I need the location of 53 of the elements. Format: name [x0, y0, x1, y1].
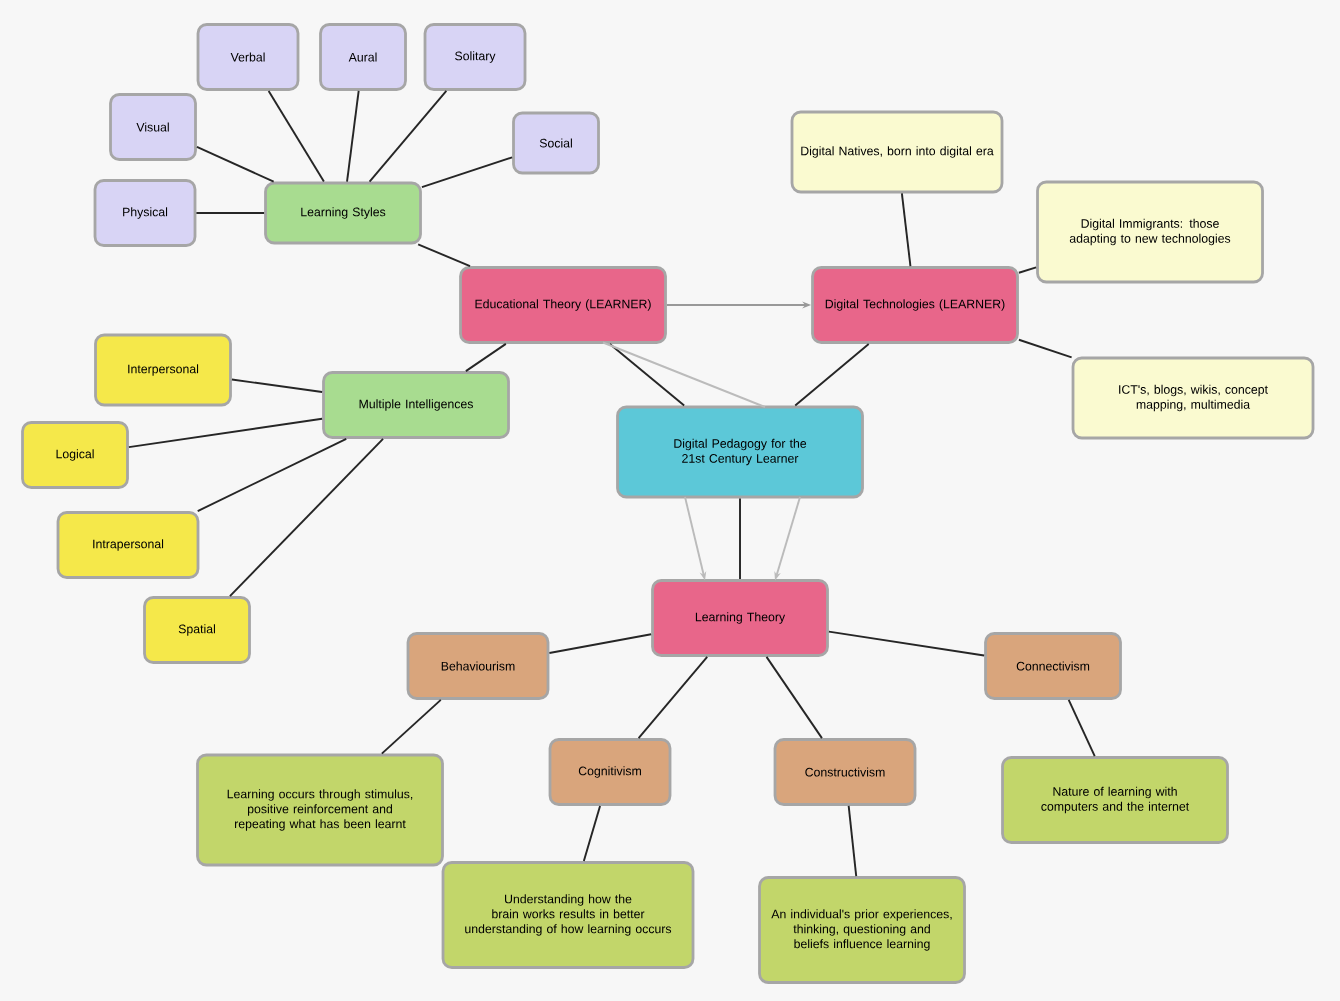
style-box: Social	[512, 111, 600, 175]
intelligence-box: Logical	[21, 421, 129, 489]
connector-line	[196, 437, 348, 513]
connector-line	[230, 378, 324, 393]
connector-line	[229, 437, 384, 598]
description-box: An individual's prior experiences, thinking, questioning and beliefs influence learning	[758, 876, 966, 984]
connector-line	[739, 497, 741, 581]
connector-line	[368, 89, 448, 183]
topic-box: Learning Styles	[264, 181, 422, 245]
connector-line	[765, 655, 823, 740]
style-box: Solitary	[423, 23, 527, 91]
note-box: Digital Immigrants: those adapting to new technologies	[1036, 180, 1264, 284]
connector-line	[346, 89, 360, 183]
connector-line	[380, 698, 442, 755]
note-box: ICT's, blogs, wikis, concept mapping, multimedia	[1071, 356, 1315, 440]
connector-line	[582, 804, 602, 863]
topic-box: Multiple Intelligences	[322, 371, 510, 439]
theory-box: Learning Theory	[651, 579, 829, 657]
intelligence-box: Interpersonal	[94, 333, 232, 407]
style-box: Visual	[109, 93, 197, 161]
connector-line	[195, 145, 275, 183]
theory-type-box: Connectivism	[984, 632, 1122, 700]
connector-line	[464, 342, 507, 373]
theory-type-box: Cognitivism	[548, 738, 672, 806]
style-box: Aural	[319, 23, 407, 91]
connector-line	[1017, 338, 1073, 359]
connector-line	[548, 633, 653, 654]
theory-type-box: Constructivism	[773, 738, 917, 806]
connector-line	[847, 804, 858, 878]
connector-line	[1017, 266, 1038, 274]
style-box: Physical	[93, 179, 197, 247]
connector-line	[127, 417, 324, 449]
connector-line	[1067, 698, 1096, 758]
style-box: Verbal	[196, 23, 300, 91]
theory-type-box: Behaviourism	[406, 632, 550, 700]
intelligence-box: Spatial	[143, 596, 251, 664]
central-box: Digital Pedagogy for the 21st Century Learner	[616, 405, 864, 499]
note-box: Digital Natives, born into digital era	[790, 110, 1004, 194]
connector-line	[417, 243, 471, 268]
connector-line	[420, 156, 514, 189]
description-box: Nature of learning with computers and the internet	[1001, 756, 1229, 844]
theory-box: Digital Technologies (LEARNER)	[811, 266, 1019, 344]
connector-line	[608, 342, 686, 407]
connector-line	[637, 655, 709, 740]
description-box: Understanding how the brain works results in better understanding of how learning occurs	[441, 861, 695, 969]
connector-line	[195, 212, 266, 214]
description-box: Learning occurs through stimulus, positive reinforcement and repeating what has been learnt	[196, 753, 444, 867]
intelligence-box: Intrapersonal	[56, 511, 200, 579]
connector-line	[900, 192, 912, 268]
connector-line	[267, 89, 325, 183]
connector-line	[827, 630, 986, 657]
connector-line	[794, 342, 870, 407]
theory-box: Educational Theory (LEARNER)	[459, 266, 667, 344]
